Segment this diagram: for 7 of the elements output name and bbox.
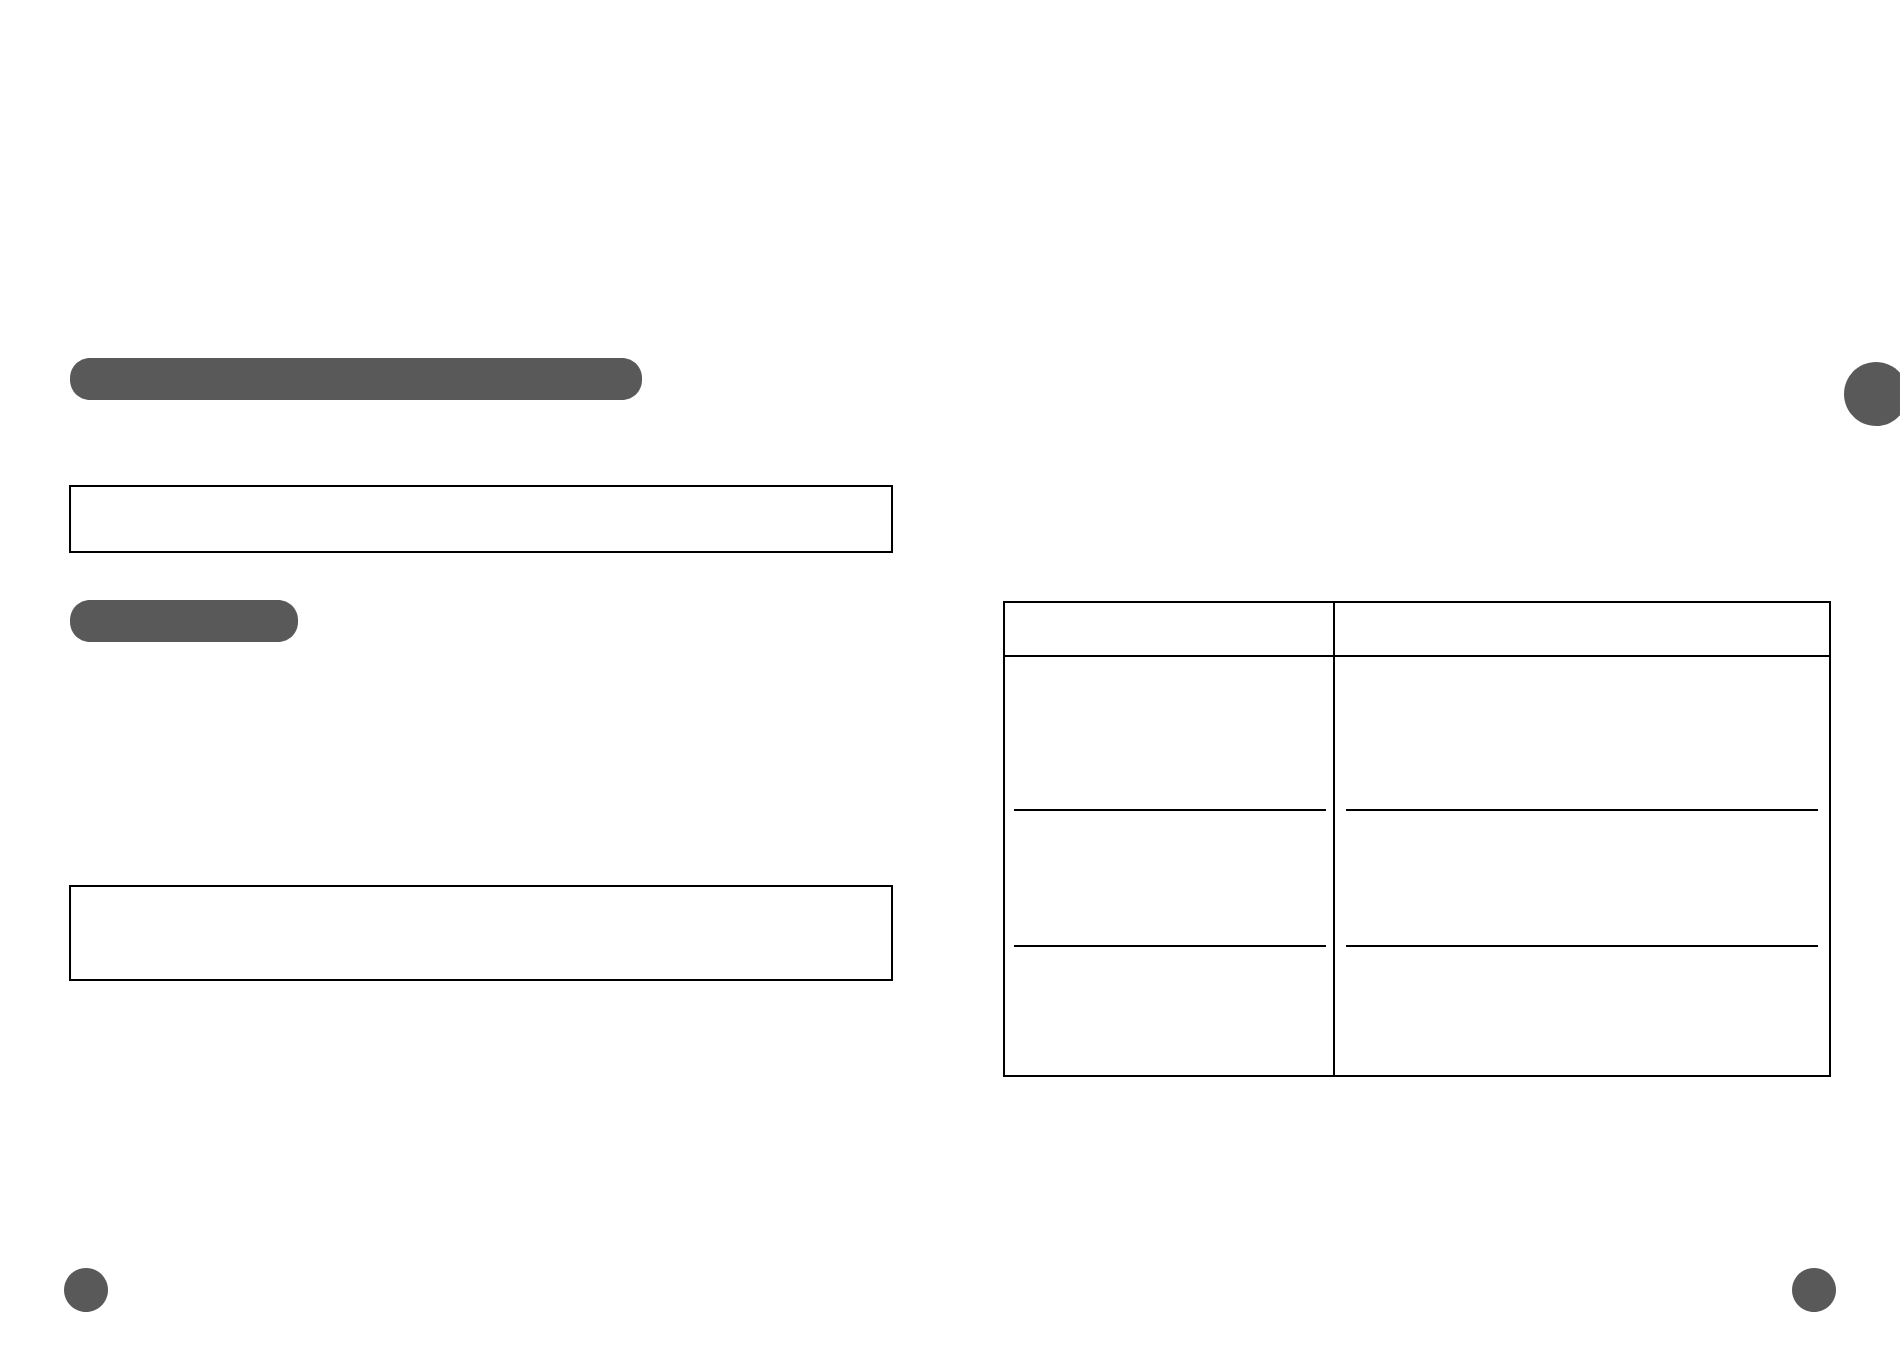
page-dot (1792, 1267, 1836, 1312)
note-box (69, 884, 893, 981)
heading-bar (70, 599, 298, 642)
table-drawing (1003, 600, 1831, 1077)
page-dot (64, 1267, 108, 1312)
note-box (69, 485, 893, 553)
heading-bar (70, 358, 642, 400)
